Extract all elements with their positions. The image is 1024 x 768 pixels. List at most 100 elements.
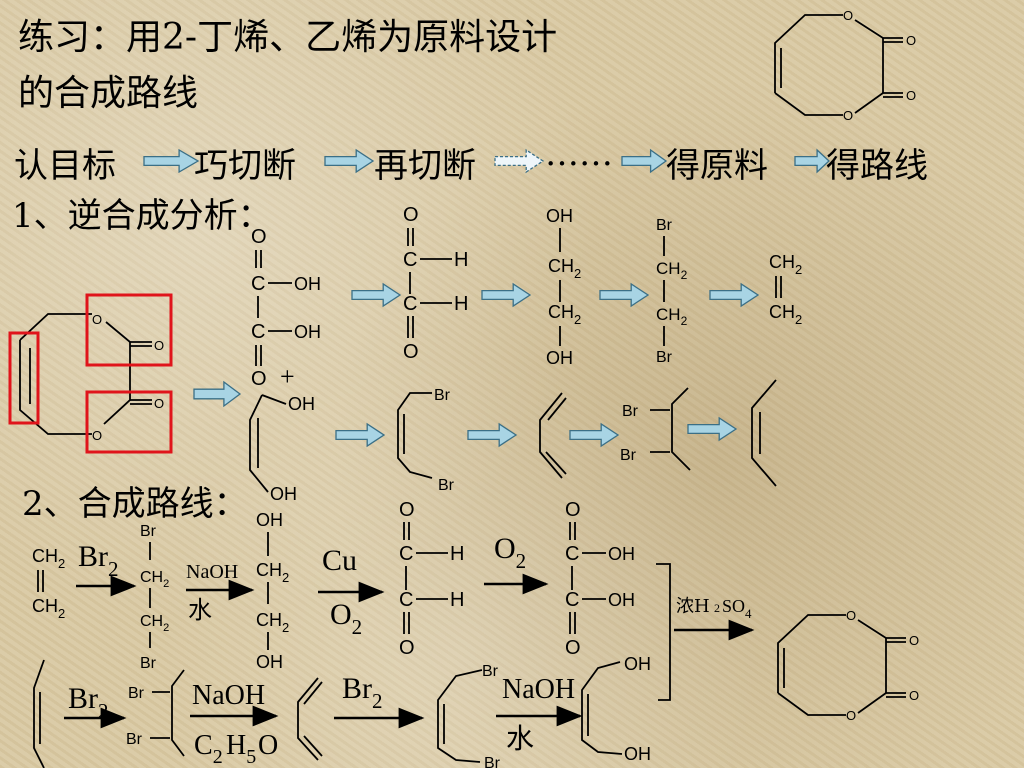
atom-c: C — [399, 589, 413, 611]
ring-oxygen: O — [843, 8, 853, 23]
butadiene — [545, 451, 567, 475]
target-ring-top — [854, 92, 884, 114]
atom-oh: OH — [294, 322, 321, 342]
retro-arrow — [794, 148, 830, 174]
product-ring-bottom — [857, 619, 887, 639]
reagent-br2: Br2 — [78, 540, 119, 581]
reagent-naoh: NaOH — [192, 680, 265, 711]
retro-arrow — [467, 422, 518, 448]
butadiene-route — [297, 677, 319, 761]
retro-arrow-dashed — [494, 148, 545, 174]
atom-br: Br — [484, 755, 501, 768]
reagent-c2h5oh: O — [258, 730, 278, 761]
reagent-water: 水 — [506, 722, 534, 755]
atom-oh: OH — [546, 348, 573, 368]
reagent-naoh: NaOH — [186, 561, 238, 583]
ring-oxygen: O — [92, 312, 102, 327]
atom-h: H — [454, 249, 468, 271]
reagent-o2: O2 — [330, 598, 362, 639]
target-ring-top — [774, 14, 843, 93]
retro-arrow — [193, 380, 242, 408]
atom-c: C — [565, 589, 579, 611]
atom-c: C — [251, 273, 265, 295]
ring-oxygen: O — [843, 108, 853, 123]
atom-o: O — [251, 226, 267, 248]
atom-o: O — [403, 204, 419, 226]
dibromobutane — [671, 387, 691, 471]
butene-route — [33, 659, 45, 768]
cis-diol — [261, 394, 287, 405]
analysis-ring — [105, 321, 131, 343]
step-4: …… — [545, 134, 613, 174]
carbonyl-oxygen: O — [906, 33, 916, 48]
atom-h: H — [450, 589, 464, 611]
atom-o: O — [399, 499, 415, 521]
retro-arrow — [324, 148, 375, 174]
atom-br: Br — [126, 731, 143, 748]
cis-diol — [249, 394, 269, 493]
carbonyl-oxygen: O — [909, 688, 919, 703]
atom-o: O — [565, 637, 581, 659]
target-ring-top — [774, 92, 843, 116]
reagent-cu: Cu — [322, 544, 357, 577]
step-1: 认目标 — [14, 146, 116, 186]
highlight-box — [85, 293, 173, 367]
atom-oh: OH — [608, 590, 635, 610]
atom-o: O — [403, 341, 419, 363]
retro-arrow — [621, 148, 668, 174]
ring-oxygen: O — [846, 708, 856, 723]
atom-c: C — [403, 293, 417, 315]
product-ring-bottom — [777, 614, 846, 693]
atom-ch2: CH2 — [140, 613, 169, 634]
retro-arrow — [709, 282, 760, 308]
atom-o: O — [399, 637, 415, 659]
highlight-box — [85, 390, 173, 454]
butadiene — [539, 392, 563, 479]
ring-oxygen: O — [846, 608, 856, 623]
reagent-c2h5oh: C2 — [194, 730, 223, 768]
atom-ch2: CH2 — [32, 546, 65, 571]
atom-h: H — [450, 543, 464, 565]
dibromobutene — [397, 392, 433, 479]
atom-oh: OH — [288, 394, 315, 414]
atom-ch2: CH2 — [656, 305, 688, 328]
atom-ch2: CH2 — [256, 560, 289, 585]
carbonyl-oxygen: O — [154, 396, 164, 411]
retro-arrow — [599, 282, 650, 308]
reagent-o2: O2 — [494, 532, 526, 573]
atom-o: O — [565, 499, 581, 521]
atom-ch2: CH2 — [548, 256, 581, 281]
atom-ch2: CH2 — [656, 259, 688, 282]
step-6: 得路线 — [826, 146, 928, 186]
reagent-subscript: 2 — [714, 601, 720, 615]
section-route: 2、合成路线： — [22, 484, 248, 524]
atom-br: Br — [140, 523, 157, 540]
atom-c: C — [403, 249, 417, 271]
dibromobutene-route — [437, 669, 483, 763]
atom-oh: OH — [256, 510, 283, 530]
butadiene — [547, 397, 567, 421]
butene — [751, 379, 777, 487]
reagent-water: 水 — [188, 596, 212, 624]
plus-sign: + — [280, 362, 295, 391]
atom-ch2: CH2 — [32, 596, 65, 621]
step-2: 巧切断 — [194, 146, 296, 186]
title-line-2: 的合成路线 — [18, 73, 199, 114]
atom-ch2: CH2 — [140, 569, 169, 590]
reagent-h2so4: SO4 — [722, 596, 752, 621]
title-line-1: 练习：用2-丁烯、乙烯为原料设计 — [18, 17, 558, 58]
product-ring-bottom — [857, 692, 887, 714]
ring-oxygen: O — [92, 428, 102, 443]
atom-c: C — [565, 543, 579, 565]
dibromobutane-route — [171, 669, 185, 757]
atom-o: O — [251, 368, 267, 390]
atom-br: Br — [128, 685, 145, 702]
retro-arrow — [481, 282, 532, 308]
retro-arrow — [569, 422, 620, 448]
atom-br: Br — [656, 217, 673, 234]
atom-oh: OH — [624, 654, 651, 674]
atom-h: H — [454, 293, 468, 315]
atom-c: C — [399, 543, 413, 565]
atom-ch2: CH2 — [548, 302, 581, 327]
